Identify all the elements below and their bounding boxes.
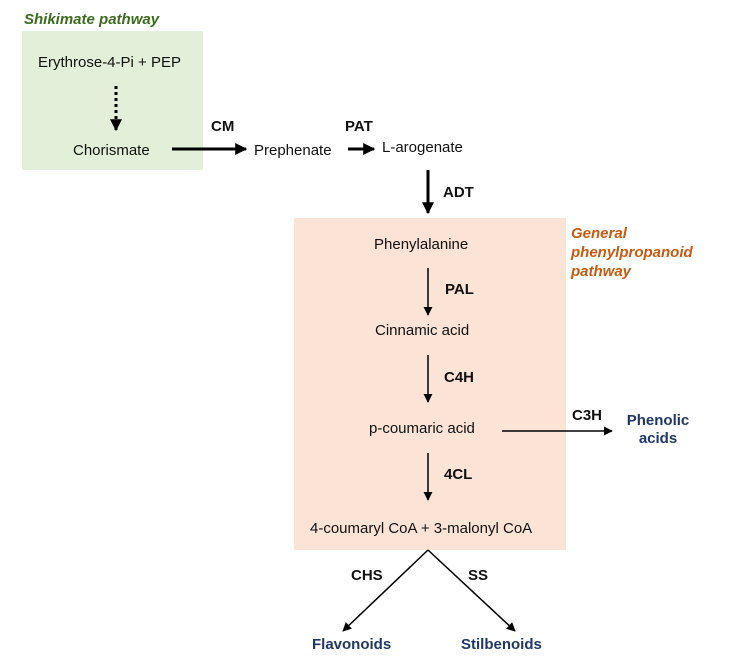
cinnamic-acid-label: Cinnamic acid (375, 322, 470, 339)
shikimate-pathway-box (22, 31, 203, 170)
phenylalanine-label: Phenylalanine (374, 236, 469, 253)
erythrose-pep-label: Erythrose-4-Pi + PEP (38, 54, 181, 71)
flavonoids-label: Flavonoids (312, 636, 392, 653)
enzyme-pal: PAL (445, 281, 474, 298)
coumaryl-malonyl-coa-label: 4-coumaryl CoA + 3-malonyl CoA (310, 520, 533, 537)
enzyme-c4h: C4H (444, 369, 475, 386)
stilbenoids-label: Stilbenoids (461, 636, 542, 653)
phenylpropanoid-title-line-3: pathway (571, 262, 632, 280)
l-arogenate-label: L-arogenate (382, 139, 463, 156)
enzyme-cm: CM (211, 118, 235, 135)
enzyme-c3h: C3H (572, 407, 603, 424)
prephenate-label: Prephenate (254, 142, 332, 159)
enzyme-4cl: 4CL (444, 466, 473, 483)
enzyme-pat: PAT (345, 118, 373, 135)
arrow-coa-to-flavonoids (342, 549, 429, 632)
arrow-coa-to-stilbenoids (427, 549, 516, 632)
phenolic-acids-line-2: acids (638, 430, 678, 447)
chorismate-label: Chorismate (73, 142, 150, 159)
phenylpropanoid-title-line-2: phenylpropanoid (571, 243, 693, 261)
phenolic-acids-label: Phenolic acids (618, 412, 698, 448)
phenylpropanoid-pathway-title: General phenylpropanoid pathway (571, 225, 693, 281)
enzyme-ss: SS (468, 567, 489, 584)
p-coumaric-acid-label: p-coumaric acid (369, 420, 475, 437)
enzyme-adt: ADT (443, 184, 474, 201)
shikimate-pathway-title: Shikimate pathway (24, 11, 160, 28)
enzyme-chs: CHS (351, 567, 383, 584)
phenolic-acids-line-1: Phenolic (626, 412, 690, 429)
phenylpropanoid-title-line-1: General (571, 225, 627, 242)
